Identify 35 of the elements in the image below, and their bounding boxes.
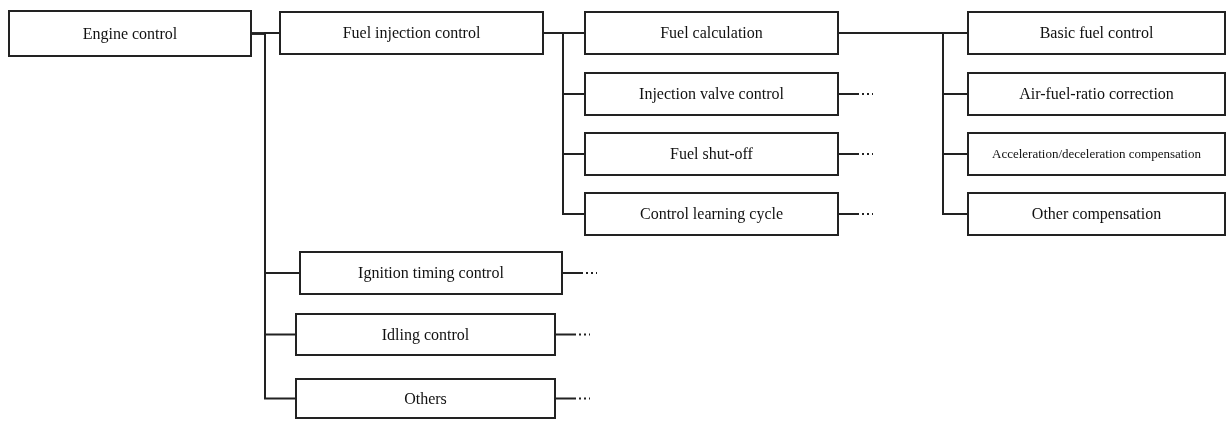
process-box: [295, 378, 556, 419]
process-box: [584, 11, 839, 55]
node-label: Idling control: [381, 325, 470, 344]
node-label: Fuel shut-off: [670, 145, 753, 163]
process-box: [279, 11, 544, 55]
process-box: [584, 192, 839, 236]
node-label: Others: [404, 389, 447, 408]
process-box: [967, 192, 1226, 236]
node-label: Ignition timing control: [358, 264, 504, 282]
connector-line: [838, 32, 968, 215]
process-box: [295, 313, 556, 356]
node-label: Air-fuel-ratio correction: [1019, 85, 1174, 103]
node-label: Basic fuel control: [1039, 24, 1154, 42]
node-label: Fuel injection control: [342, 24, 481, 42]
process-box: [299, 251, 563, 295]
connector-line: [251, 32, 296, 400]
process-box: [584, 132, 839, 176]
continuation-line: [838, 213, 874, 215]
node-label: Control learning cycle: [639, 205, 784, 223]
process-box: [8, 10, 252, 57]
node-label: Injection valve control: [639, 85, 784, 103]
continuation-line: [555, 333, 591, 336]
process-box: [967, 132, 1226, 176]
continuation-line: [838, 153, 874, 155]
continuation-line: [562, 272, 598, 274]
node-label: Engine control: [82, 24, 178, 43]
node-label: Acceleration/deceleration compensation: [992, 146, 1201, 162]
node-label: Fuel calculation: [660, 24, 763, 42]
continuation-line: [555, 397, 591, 400]
continuation-line: [838, 93, 874, 95]
process-box: [967, 11, 1226, 55]
connector-line: [543, 32, 585, 215]
process-box: [967, 72, 1226, 116]
node-label: Other compensation: [1031, 205, 1162, 223]
process-box: [584, 72, 839, 116]
